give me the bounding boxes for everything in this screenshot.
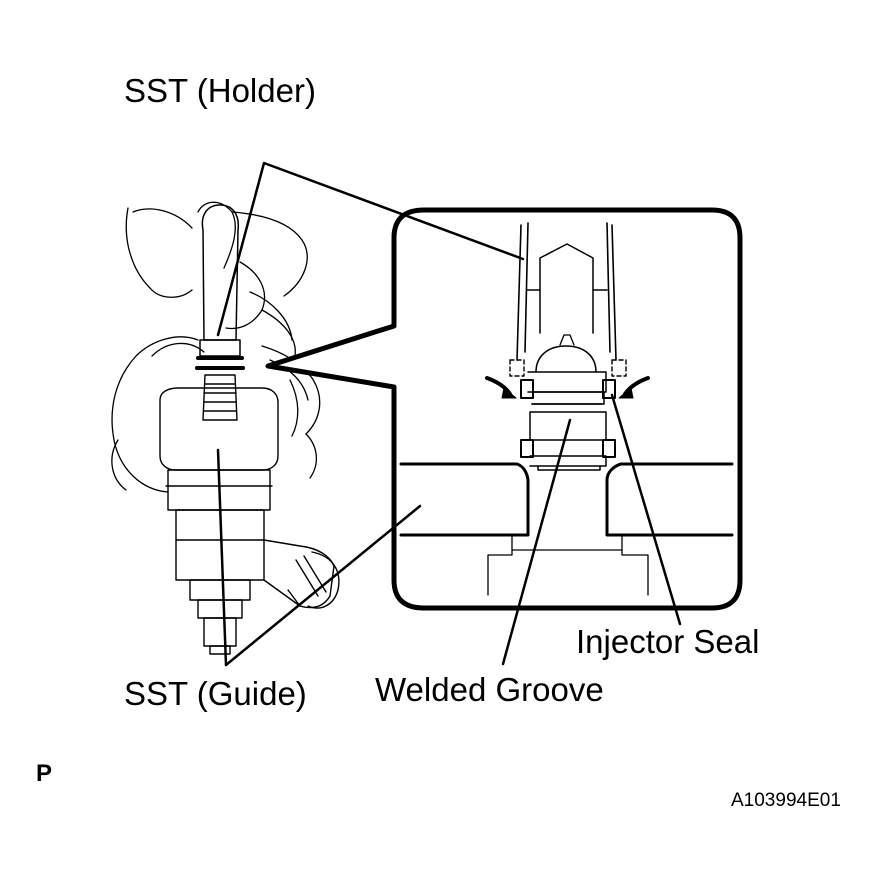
welded-groove-label: Welded Groove	[375, 671, 604, 708]
guide-leader-line-left	[216, 448, 228, 667]
injector-seal-leader-line	[610, 393, 682, 626]
leader-lines	[216, 161, 682, 667]
figure-code: A103994E01	[731, 790, 841, 811]
welded-groove-leader-line	[501, 418, 572, 666]
sst-guide-label: SST (Guide)	[124, 675, 307, 712]
sst-holder-tool	[195, 204, 245, 370]
injector-body	[159, 374, 340, 655]
detail-view	[399, 222, 734, 596]
hand-outline	[111, 201, 321, 493]
guide-leader-line-right	[224, 504, 422, 667]
injector-seal-label: Injector Seal	[576, 623, 760, 660]
page-marker: P	[36, 760, 53, 787]
sst-holder-label: SST (Holder)	[124, 72, 316, 109]
callout-box	[265, 207, 743, 611]
holder-leader-line	[216, 161, 525, 337]
